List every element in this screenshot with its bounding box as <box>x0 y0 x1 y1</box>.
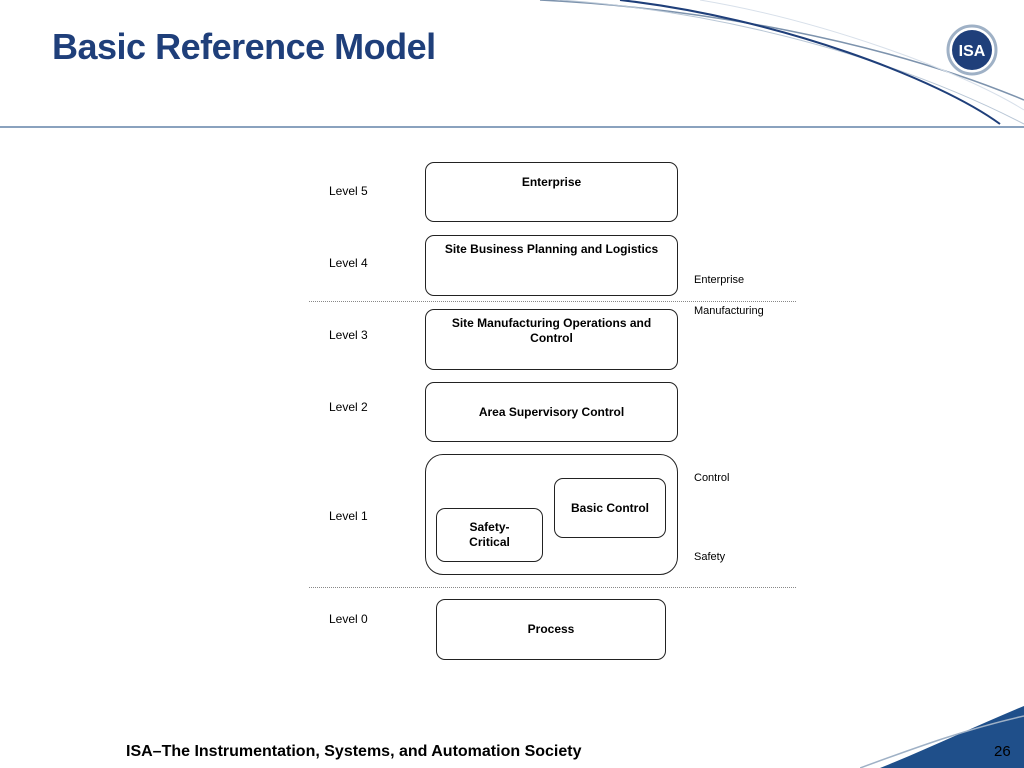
zone-control-label: Control <box>694 472 730 484</box>
process-box-label: Process <box>527 622 575 636</box>
zone-safety-label: Safety <box>694 551 726 563</box>
basic-control-box-label: Basic Control <box>570 500 649 515</box>
slide-title: Basic Reference Model <box>52 26 436 67</box>
site-business-box-label: Site Business Planning and Logistics <box>444 242 659 256</box>
level-1-label: Level 1 <box>329 509 368 523</box>
level-5-label: Level 5 <box>329 184 368 198</box>
level-0-label: Level 0 <box>329 612 368 626</box>
control-process-divider <box>309 587 796 588</box>
level-4-label: Level 4 <box>329 256 368 270</box>
safety-critical-box: Safety-Critical <box>436 508 543 562</box>
level-3-label: Level 3 <box>329 328 368 342</box>
enterprise-box-label: Enterprise <box>521 175 582 189</box>
level-2-label: Level 2 <box>329 400 368 414</box>
site-manufacturing-box: Site Manufacturing Operations and Contro… <box>425 309 678 370</box>
site-business-box: Site Business Planning and Logistics <box>425 235 678 296</box>
site-manufacturing-box-label: Site Manufacturing Operations and Contro… <box>451 316 652 345</box>
basic-control-box: Basic Control <box>554 478 666 538</box>
zone-manufacturing-label: Manufacturing <box>694 305 764 317</box>
header-swoosh <box>539 0 1024 125</box>
area-supervisory-box-label: Area Supervisory Control <box>478 404 625 419</box>
footer-swoosh <box>860 706 1024 768</box>
page-number: 26 <box>994 743 1011 760</box>
header-rule <box>0 126 1024 128</box>
isa-logo-icon: ISA <box>946 24 998 76</box>
zone-enterprise-label: Enterprise <box>694 274 745 286</box>
enterprise-manufacturing-divider <box>309 301 796 302</box>
enterprise-box: Enterprise <box>425 162 678 222</box>
area-supervisory-box: Area Supervisory Control <box>425 382 678 442</box>
process-box: Process <box>436 599 666 660</box>
logo-text: ISA <box>959 43 986 60</box>
safety-critical-box-label: Safety-Critical <box>469 520 510 549</box>
footer-text: ISA–The Instrumentation, Systems, and Au… <box>126 743 582 760</box>
